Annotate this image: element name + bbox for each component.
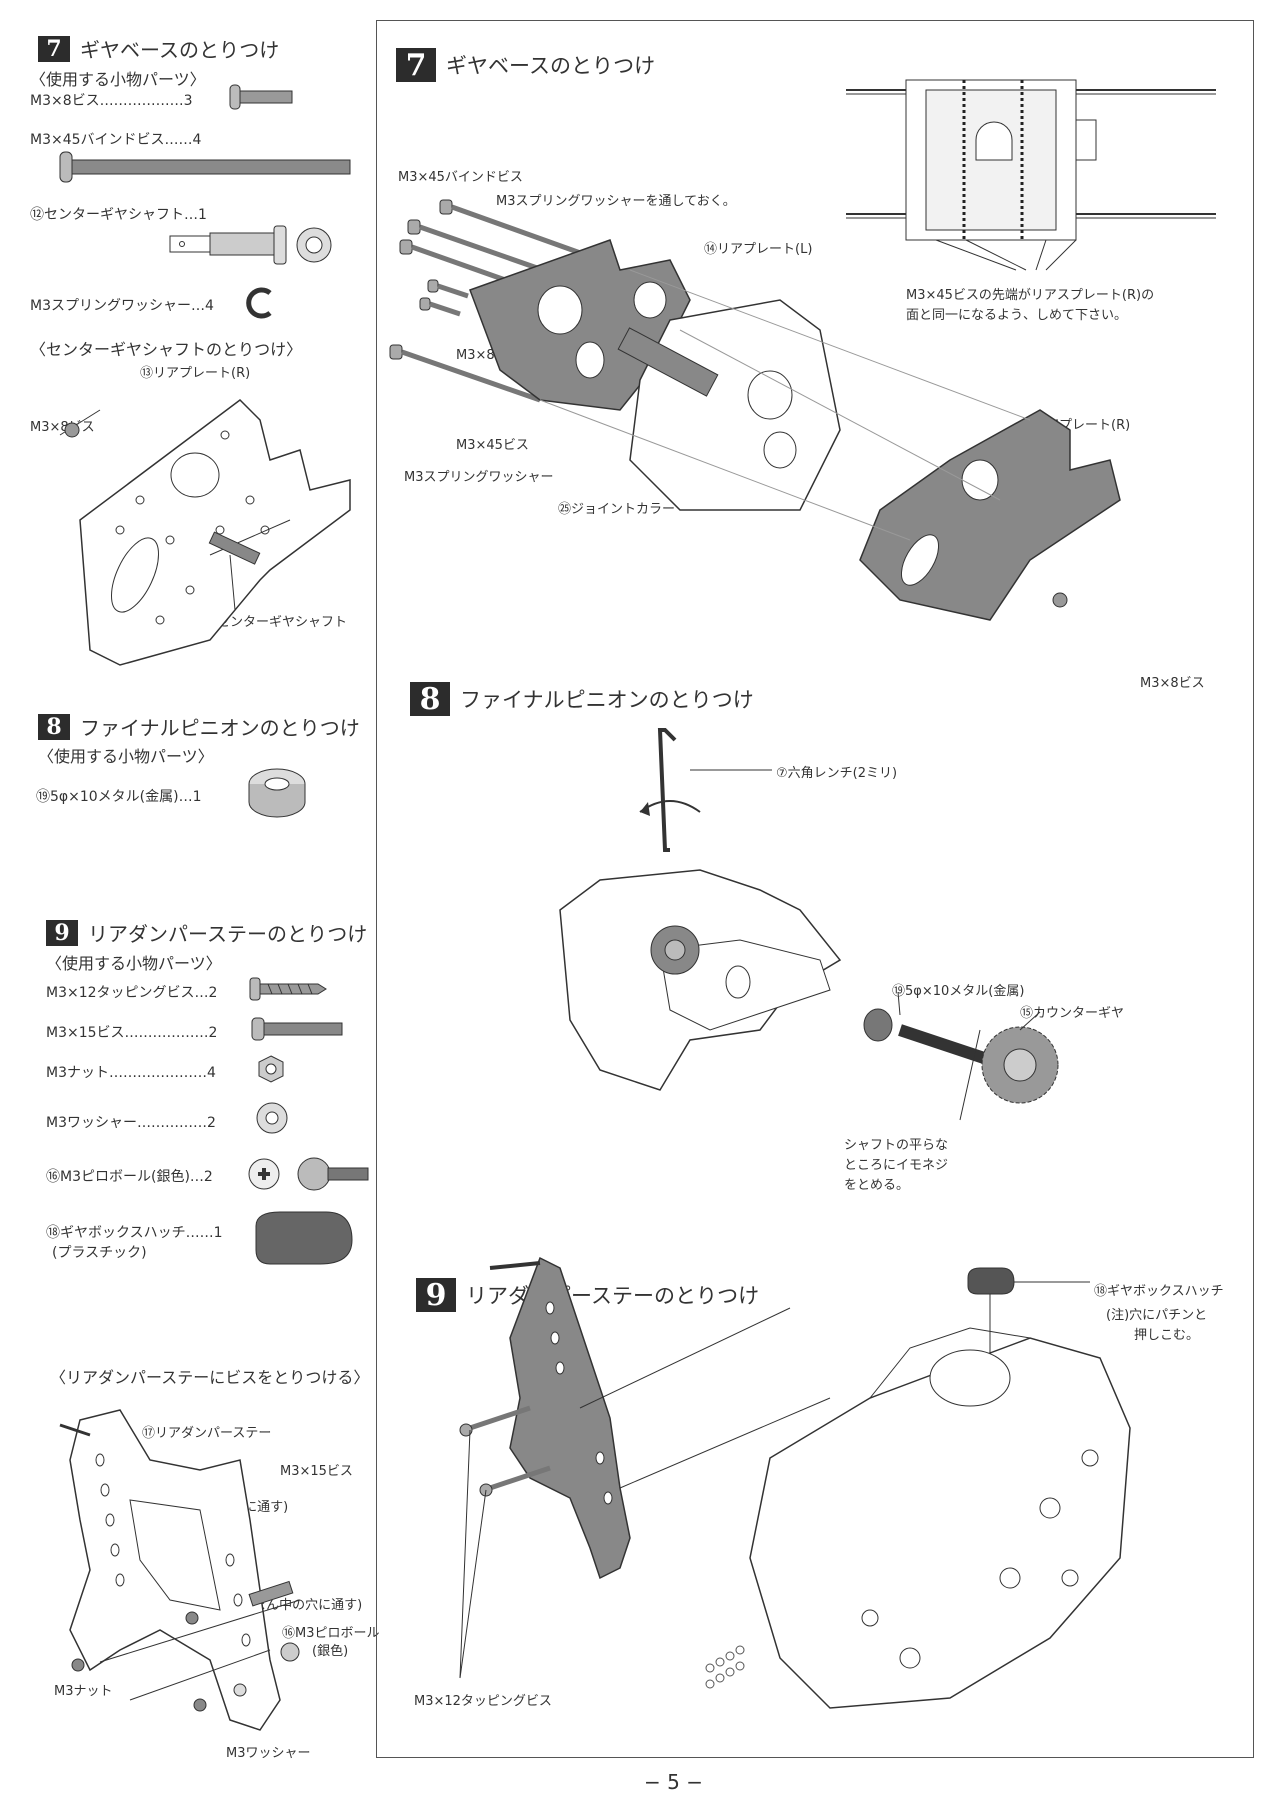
m3x8-screw-icon — [229, 84, 293, 110]
m3-washer-icon — [256, 1102, 288, 1134]
right-m3x8-b-label: M3×8ビス — [1140, 676, 1205, 691]
right-note9-line2: 押しこむ。 — [1134, 1328, 1200, 1343]
metal-bushing-icon — [248, 768, 306, 818]
left-step9-heading: 9 リアダンパーステーのとりつけ — [46, 918, 367, 947]
right-note8-line2: ところにイモネジ — [844, 1158, 949, 1173]
left-step9-part-2: M3×15ビス………………2 — [46, 1025, 218, 1041]
left-step9-parts-heading: 〈使用する小物パーツ〉 — [46, 954, 222, 973]
left-step9-sub-heading: 〈リアダンパーステーにビスをとりつける〉 — [50, 1368, 370, 1387]
left-step9-part-3: M3ナット…………………4 — [46, 1065, 216, 1081]
left-step7-sub-heading: 〈センターギヤシャフトのとりつけ〉 — [30, 340, 303, 359]
left-step7-number: 7 — [38, 35, 70, 62]
right-note9-line1: (注)穴にパチンと — [1106, 1308, 1208, 1323]
right-note7-line1: M3×45ビスの先端がリアスプレート(R)の — [906, 288, 1155, 303]
m3x45-bind-screw-icon — [59, 151, 351, 183]
center-gear-shaft-icon — [169, 225, 332, 265]
left-step9-part-7: (プラスチック) — [52, 1245, 147, 1261]
left-step7-part-3: ⑫センターギヤシャフト…1 — [30, 207, 207, 223]
spring-washer-icon — [246, 287, 272, 319]
right-step8-title: ファイナルピニオンのとりつけ — [460, 688, 754, 712]
left-step7-part-1: M3×8ビス………………3 — [30, 93, 193, 109]
right-step7-title: ギヤベースのとりつけ — [446, 54, 656, 78]
right-step7-number: 7 — [396, 48, 436, 83]
left-step7-part-4: M3スプリングワッシャー…4 — [30, 298, 214, 314]
right-step9-title: リアダンパーステーのとりつけ — [466, 1284, 760, 1308]
left-step7-heading: 7 ギヤベースのとりつけ — [38, 34, 279, 63]
left-step8-heading: 8 ファイナルピニオンのとりつけ — [38, 712, 360, 741]
right-step9-heading: 9 リアダンパーステーのとりつけ — [416, 1278, 760, 1313]
left-step8-parts-heading: 〈使用する小物パーツ〉 — [38, 747, 214, 766]
m3x15-screw-icon — [251, 1017, 343, 1041]
step7-exploded-diagram — [389, 199, 1121, 621]
gearbox-hatch-icon — [255, 1211, 353, 1265]
right-spring-washer-label: M3スプリングワッシャー — [404, 470, 554, 485]
right-note7-line2: 面と同一になるよう、しめて下さい。 — [906, 308, 1128, 323]
right-pass-washer-label: M3スプリングワッシャーを通しておく。 — [496, 194, 736, 209]
left-middle-hole-label: (まん中の穴に通す) — [248, 1598, 363, 1613]
left-step8-number: 8 — [38, 713, 70, 740]
right-tapping-label: M3×12タッピングビス — [414, 1694, 552, 1709]
pillow-ball-icon — [248, 1157, 369, 1191]
left-step9-number: 9 — [46, 919, 78, 946]
left-rear-plate-r-label: ⑬リアプレート(R) — [140, 366, 251, 381]
right-wrench-label: ⑦六角レンチ(2ミリ) — [776, 766, 898, 781]
m3-nut-icon — [258, 1055, 284, 1083]
left-m3x15-label: M3×15ビス — [280, 1464, 353, 1479]
right-joint-collar-label: ㉕ジョイントカラー — [558, 502, 676, 517]
right-panel — [376, 20, 1254, 1758]
left-step7-parts-heading: 〈使用する小物パーツ〉 — [30, 70, 206, 89]
left-nut-label: M3ナット — [54, 1684, 113, 1699]
right-counter-gear-label: ⑮カウンターギヤ — [1020, 1006, 1125, 1021]
right-step9-number: 9 — [416, 1278, 456, 1313]
left-step9-part-4: M3ワッシャー……………2 — [46, 1115, 216, 1131]
left-step9-part-6: ⑱ギヤボックスハッチ……1 — [46, 1225, 223, 1241]
right-step7-heading: 7 ギヤベースのとりつけ — [396, 48, 656, 83]
tapping-screw-icon — [249, 977, 327, 1001]
left-step8-title: ファイナルピニオンのとりつけ — [80, 716, 360, 740]
left-silver-label: (銀色) — [312, 1644, 349, 1659]
right-metal-label: ⑲5φ×10メタル(金属) — [892, 984, 1025, 999]
left-step9-part-5: ⑯M3ピロボール(銀色)…2 — [46, 1169, 213, 1185]
left-pillow-ball-label: ⑯M3ピロボール — [282, 1626, 380, 1641]
left-center-shaft-label: ⑫センターギヤシャフト — [204, 615, 348, 630]
step7-top-view-inset — [846, 79, 1216, 271]
left-step7-title: ギヤベースのとりつけ — [80, 38, 280, 62]
left-step9-title: リアダンパーステーのとりつけ — [88, 922, 368, 946]
right-note8-line1: シャフトの平らな — [844, 1138, 949, 1153]
right-m3x45-label: M3×45ビス — [456, 438, 529, 453]
left-damper-stay-label: ⑰リアダンパーステー — [142, 1426, 272, 1441]
step9-damper-stay-diagram — [459, 1256, 1131, 1709]
rear-plate-r-diagram — [59, 399, 351, 666]
left-step8-part-1: ⑲5φ×10メタル(金属)…1 — [36, 789, 202, 805]
right-hatch-label: ⑱ギヤボックスハッチ — [1094, 1284, 1224, 1299]
page-number: − 5 − — [644, 1770, 703, 1794]
right-rear-plate-l-label: ⑭リアプレート(L) — [704, 242, 813, 257]
damper-stay-diagram — [59, 1409, 301, 1731]
left-step7-part-2: M3×45バインドビス……4 — [30, 132, 202, 148]
left-step9-part-1: M3×12タッピングビス…2 — [46, 985, 218, 1001]
left-washer-label: M3ワッシャー — [226, 1746, 311, 1761]
right-step8-number: 8 — [410, 682, 450, 717]
right-step8-heading: 8 ファイナルピニオンのとりつけ — [410, 682, 754, 717]
step8-pinion-diagram — [559, 728, 1059, 1121]
right-note8-line3: をとめる。 — [844, 1178, 910, 1193]
right-bind45-label: M3×45バインドビス — [398, 170, 523, 185]
